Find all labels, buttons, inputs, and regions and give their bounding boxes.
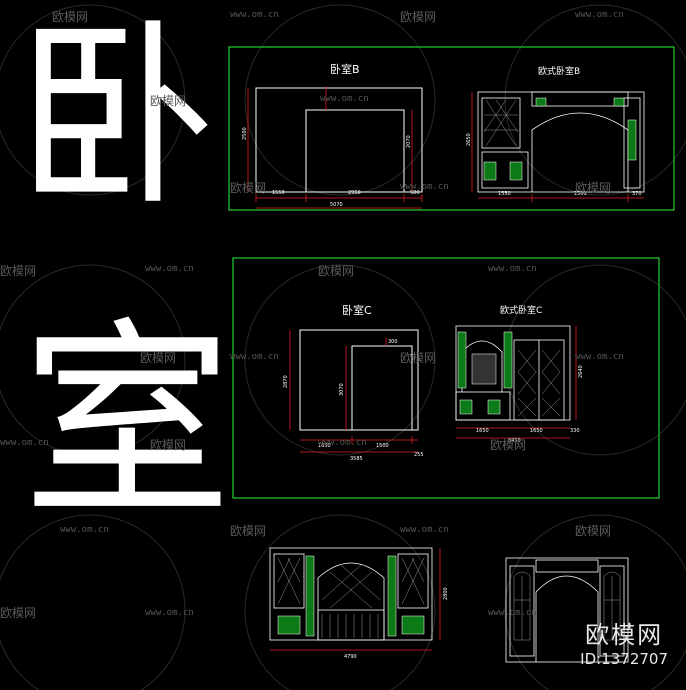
plan-b-label: 卧室B [330,62,360,76]
watermark-brand: 欧模网 [140,351,177,365]
watermark-brand: 欧模网 [230,181,267,195]
watermark-url: www.om.cn [230,352,279,362]
watermark-brand: 欧模网 [575,524,612,538]
plan-c-dim-2: 1500 [376,443,389,449]
panel-b-frame [228,46,675,211]
bottom-right-tracery [513,571,621,641]
watermark-brand: 欧模网 [318,264,355,278]
elev-c-dims [456,326,577,439]
logo-id: ID:1372707 [580,650,668,668]
elev-b-label: 欧式卧室B [538,65,580,77]
watermark-brand: 欧模网 [490,438,527,452]
plan-b-dim-1: 1550 [272,190,285,196]
title-char-room: 室 [22,300,233,545]
plan-b-dim-6: 2070 [406,135,412,148]
watermark-arcs [0,4,686,690]
watermark-brand: 欧模网 [400,351,437,365]
elev-b-dim-2: 2501 [574,191,587,197]
plan-c-dim-7: 300 [388,339,398,345]
watermark-url: www.om.cn [400,182,449,192]
watermark-url: www.om.cn [488,264,537,274]
plan-b-dim-4: 5070 [330,202,343,208]
plan-c [299,329,419,431]
plan-c-label: 卧室C [342,303,372,317]
bottom-right-elevation [505,557,629,663]
watermark-url: www.om.cn [575,352,624,362]
watermark-url: www.om.cn [145,608,194,618]
bottom-left-dims [270,548,441,651]
elev-c-dim-2: 1650 [530,428,543,434]
watermark-url: www.om.cn [318,438,367,448]
watermark-brand: 欧模网 [575,181,612,195]
elev-c-dim-1: 1650 [476,428,489,434]
bottom-left-dim-2: 2800 [443,587,449,600]
elev-b [477,91,645,193]
watermark-url: www.om.cn [400,525,449,535]
elev-c-lattice [517,349,561,417]
elev-b-dim-1: 1550 [498,191,511,197]
plan-c-dim-3: 255 [414,452,424,458]
watermark-brand: 欧模网 [150,438,187,452]
watermark-brand: 欧模网 [400,10,437,24]
elev-c-green-panels [457,331,513,415]
watermark-url: www.om.cn [145,264,194,274]
plan-c-dims [289,330,418,453]
title-char-bed: 卧 [16,1,217,234]
watermark-brand: 欧模网 [0,606,37,620]
watermark-url: www.om.cn [230,10,279,20]
logo-name: 欧模网 [585,621,664,649]
elev-c [455,325,571,421]
elev-b-dim-3: 370 [632,191,642,197]
panel-c-frame [232,257,660,499]
bottom-left-dim-1: 4790 [344,654,357,660]
site-logo: 欧模网 ID:1372707 [580,615,668,668]
elev-b-dim-4: 2650 [466,133,472,146]
watermark-brand: 欧模网 [150,94,187,108]
watermark-url: www.om.cn [320,94,369,104]
plan-c-dim-6: 3070 [339,383,345,396]
bottom-left-green-panels [277,555,425,637]
plan-b [255,87,423,193]
plan-b-dims [247,86,423,209]
plan-b-dim-5: 2500 [242,127,248,140]
plan-b-dim-2: 2950 [348,190,361,196]
watermark-url: www.om.cn [488,608,537,618]
watermark-url: www.om.cn [575,10,624,20]
bottom-left-lattice [277,557,425,638]
plan-c-dim-5: 2870 [283,375,289,388]
elev-c-dim-4: 3450 [508,438,521,444]
watermark-brand: 欧模网 [52,10,89,24]
watermark-brand: 欧模网 [0,264,37,278]
watermark-brand: 欧模网 [230,524,267,538]
plan-b-dim-3: 580 [410,190,420,196]
elev-c-dim-3: 330 [570,428,580,434]
elev-c-label: 欧式卧室C [500,304,542,316]
elev-b-green-panels [483,97,637,181]
bottom-left-elevation [269,547,433,641]
elev-b-dims [471,92,644,202]
plan-c-dim-1: 1650 [318,443,331,449]
elev-c-dim-5: 2640 [578,365,584,378]
watermark-url: www.om.cn [60,525,109,535]
watermark-url: www.om.cn [0,438,49,448]
plan-c-dim-4: 3585 [350,456,363,462]
elev-b-lattice [483,99,519,147]
